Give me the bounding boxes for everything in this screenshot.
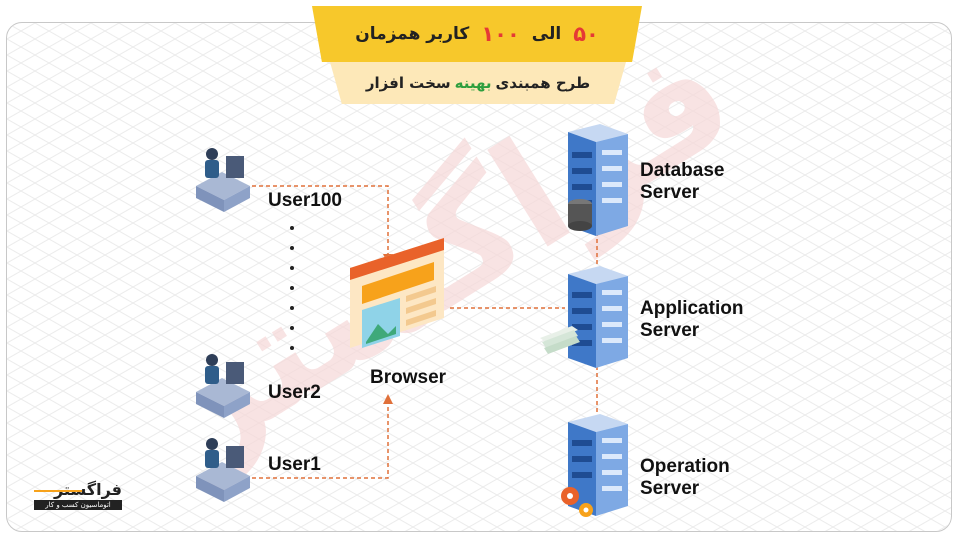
- operation-server-label: Operation Server: [640, 456, 730, 500]
- diagram-frame: فراگستر: [6, 22, 952, 532]
- ellipsis-dot: [290, 326, 294, 330]
- operation-server-icon: [561, 414, 628, 517]
- user1-label: User1: [268, 454, 321, 475]
- application-server-label: Application Server: [640, 298, 743, 342]
- database-server-label: Database Server: [640, 160, 725, 204]
- subtitle-after: سخت افزار: [365, 74, 451, 92]
- subtitle-before: طرح همبندی: [495, 74, 591, 92]
- browser-label: Browser: [370, 367, 447, 388]
- operation-server-line1: Operation: [640, 456, 730, 477]
- ellipsis-dot: [290, 246, 294, 250]
- connector-user100-browser: [252, 185, 389, 256]
- browser-window-icon: [350, 238, 444, 348]
- arrowhead-user1: [383, 394, 393, 404]
- logo-accent-bar: [34, 490, 82, 492]
- application-server-icon: [540, 266, 628, 368]
- isometric-grid: [7, 23, 951, 531]
- user100-label: User100: [268, 190, 342, 211]
- header-banner: ۵۰ الی ۱۰۰ کاربر همزمان: [312, 6, 642, 62]
- subtitle-banner: طرح همبندی بهینه سخت افزار: [330, 62, 626, 104]
- range-connector: الی: [531, 24, 562, 44]
- database-server-line2: Server: [640, 182, 700, 203]
- user-workstation-icon: [196, 354, 250, 418]
- logo-name: فراگستر: [54, 480, 122, 499]
- range-from: ۵۰: [573, 22, 599, 46]
- concurrent-users-text: کاربر همزمان: [355, 24, 470, 44]
- user2-label: User2: [268, 382, 321, 403]
- user-workstation-icon: [196, 438, 250, 502]
- ellipsis-dot: [290, 266, 294, 270]
- ellipsis-dot: [290, 226, 294, 230]
- database-server-icon: [568, 124, 628, 236]
- operation-server-line2: Server: [640, 478, 700, 499]
- ellipsis-dot: [290, 286, 294, 290]
- logo-tagline: اتوماسیون کسب و کار: [34, 500, 122, 510]
- database-server-line1: Database: [640, 160, 725, 181]
- range-to: ۱۰۰: [481, 22, 520, 46]
- subtitle-highlight: بهینه: [454, 74, 492, 92]
- user-workstation-icon: [196, 148, 250, 212]
- faragostar-logo: فراگستر اتوماسیون کسب و کار: [34, 480, 122, 510]
- ellipsis-dot: [290, 346, 294, 350]
- connector-user1-browser: [252, 402, 389, 479]
- ellipsis-dot: [290, 306, 294, 310]
- application-server-line1: Application: [640, 298, 744, 319]
- application-server-line2: Server: [640, 320, 700, 341]
